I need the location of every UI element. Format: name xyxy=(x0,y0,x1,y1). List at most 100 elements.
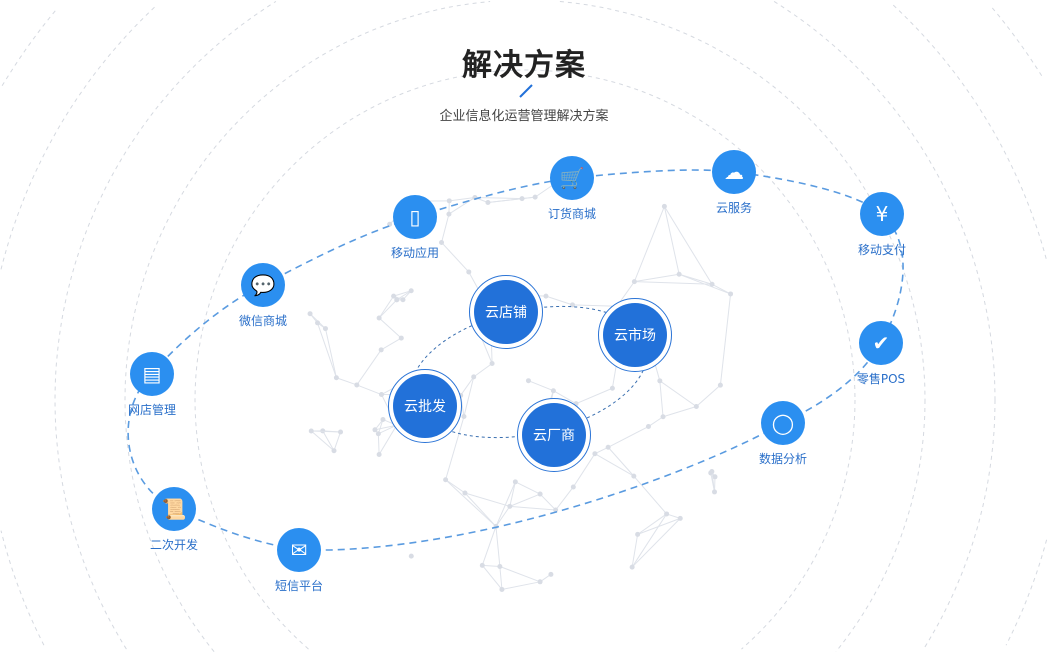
mesh-node xyxy=(569,302,575,308)
mesh-line xyxy=(356,384,382,395)
outer-orbit xyxy=(127,169,904,551)
mesh-line xyxy=(648,416,664,427)
mesh-line xyxy=(378,317,402,339)
mesh-line xyxy=(637,517,681,535)
core-node-cloud-manufacturer[interactable]: 云厂商 xyxy=(517,398,591,472)
mesh-line xyxy=(393,290,412,297)
mesh-line xyxy=(448,197,476,215)
mesh-node xyxy=(553,507,559,513)
decorative-ring xyxy=(835,399,926,653)
title-accent-slash xyxy=(519,84,533,98)
decorative-ring xyxy=(0,530,45,646)
mesh-line xyxy=(464,492,510,507)
mesh-line xyxy=(474,196,523,200)
mesh-node xyxy=(439,239,445,245)
mesh-node xyxy=(394,297,400,303)
wechat-icon[interactable]: 💬 xyxy=(241,263,285,307)
mesh-node xyxy=(307,311,313,317)
mesh-line xyxy=(495,481,516,527)
solution-node-label: 短信平台 xyxy=(274,579,323,593)
mesh-node xyxy=(712,474,718,480)
mesh-line xyxy=(515,481,541,495)
mesh-node xyxy=(354,382,360,388)
mesh-line xyxy=(464,492,497,527)
solution-node[interactable]: ◯数据分析 xyxy=(738,401,828,467)
mesh-node xyxy=(408,288,414,294)
solution-node[interactable]: 📜 二次开发 xyxy=(129,487,219,553)
mesh-line xyxy=(473,363,493,378)
scroll-icon-glyph: 📜 xyxy=(161,497,187,521)
mesh-node xyxy=(537,579,543,585)
solution-node[interactable]: ✉ 短信平台 xyxy=(254,528,344,594)
yen-shield-icon-glyph: ¥ xyxy=(875,202,889,226)
mesh-line xyxy=(487,198,523,203)
mesh-line xyxy=(311,430,341,433)
solution-node-label: 移动应用 xyxy=(390,246,439,260)
storefront-icon-glyph: ▤ xyxy=(142,362,162,386)
mesh-line xyxy=(663,206,680,275)
solution-node[interactable]: ▤网店管理 xyxy=(107,352,197,418)
page-title: 解决方案 xyxy=(462,48,586,83)
analytics-cycle-icon[interactable]: ◯ xyxy=(761,401,805,445)
mesh-line xyxy=(445,416,465,480)
core-node-label: 云市场 xyxy=(603,303,667,367)
decorative-ring xyxy=(194,69,856,650)
mesh-node xyxy=(550,388,556,394)
mesh-line xyxy=(637,513,667,535)
mesh-node xyxy=(466,269,472,275)
mesh-node xyxy=(499,586,505,592)
decorative-ring xyxy=(54,0,277,650)
core-node-label: 云厂商 xyxy=(522,403,586,467)
mesh-line xyxy=(336,377,357,386)
solution-node-label: 二次开发 xyxy=(149,538,198,552)
mobile-phone-icon-glyph: ▯ xyxy=(409,205,421,229)
mesh-node xyxy=(592,451,598,457)
mesh-node xyxy=(338,429,344,435)
mesh-line xyxy=(509,493,541,507)
mesh-line xyxy=(495,506,511,527)
mesh-line xyxy=(678,273,713,285)
envelope-icon[interactable]: ✉ xyxy=(277,528,321,572)
solution-node[interactable]: ✔零售POS xyxy=(836,321,926,387)
mesh-line xyxy=(499,566,503,590)
decorative-ring xyxy=(0,4,158,270)
decorative-ring xyxy=(559,1,926,401)
mesh-line xyxy=(378,299,398,319)
solution-node[interactable]: ▯ 移动应用 xyxy=(370,195,460,261)
solution-node[interactable]: ¥移动支付 xyxy=(837,192,927,258)
mesh-line xyxy=(634,273,680,283)
solution-node[interactable]: 💬微信商城 xyxy=(218,263,308,329)
mesh-line xyxy=(553,390,577,405)
analytics-cycle-icon-glyph: ◯ xyxy=(771,411,795,435)
core-node-cloud-wholesale[interactable]: 云批发 xyxy=(388,369,462,443)
mesh-line xyxy=(663,206,713,285)
mesh-node xyxy=(605,444,611,450)
solution-node[interactable]: 🛒订货商城 xyxy=(527,156,617,222)
mesh-node xyxy=(485,199,491,205)
mesh-node xyxy=(443,477,449,483)
core-node-cloud-market[interactable]: 云市场 xyxy=(598,298,672,372)
laptop-check-icon[interactable]: ✔ xyxy=(859,321,903,365)
mesh-line xyxy=(631,518,681,568)
mesh-line xyxy=(719,293,732,386)
mesh-node xyxy=(380,417,386,423)
shopping-cart-icon[interactable]: 🛒 xyxy=(550,156,594,200)
yen-shield-icon[interactable]: ¥ xyxy=(860,192,904,236)
mesh-line xyxy=(509,505,556,511)
mesh-node xyxy=(376,315,382,321)
storefront-icon[interactable]: ▤ xyxy=(130,352,174,396)
mesh-line xyxy=(449,196,475,202)
solution-node[interactable]: ☁云服务 xyxy=(689,150,779,216)
mesh-line xyxy=(377,433,380,455)
mobile-phone-icon[interactable]: ▯ xyxy=(393,195,437,239)
mesh-node xyxy=(677,515,683,521)
scroll-icon[interactable]: 📜 xyxy=(152,487,196,531)
mesh-line xyxy=(659,380,664,417)
mesh-node xyxy=(631,279,637,285)
mesh-node xyxy=(378,347,384,353)
mesh-node xyxy=(331,448,337,454)
core-node-cloud-store[interactable]: 云店铺 xyxy=(469,275,543,349)
decorative-ring xyxy=(124,1,491,653)
cloud-icon[interactable]: ☁ xyxy=(712,150,756,194)
mesh-node xyxy=(333,375,339,381)
